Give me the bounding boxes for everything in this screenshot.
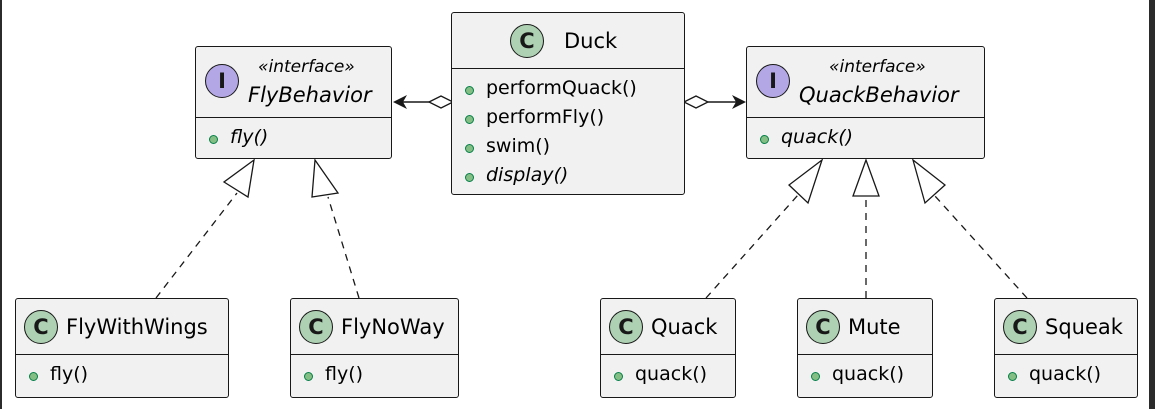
class-header: I «interface» FlyBehavior	[196, 47, 391, 118]
realization-triangle-icon	[222, 158, 255, 199]
public-method-icon	[29, 372, 38, 381]
interface-badge-icon: I	[205, 64, 239, 98]
class-squeak: C Squeak quack()	[994, 298, 1138, 398]
class-header: C Duck	[452, 13, 684, 69]
method-row: fly()	[196, 125, 391, 154]
stereotype-label: «interface»	[829, 57, 926, 77]
class-header: C Squeak	[995, 299, 1137, 355]
realization-triangle-icon	[911, 158, 947, 205]
method-name: quack()	[1029, 363, 1102, 385]
class-mute: C Mute quack()	[797, 298, 933, 398]
method-row: swim()	[452, 133, 684, 162]
class-header: C FlyWithWings	[16, 299, 228, 355]
method-row: fly()	[291, 362, 458, 391]
realization-edge-quack	[705, 194, 799, 299]
method-row: quack()	[798, 362, 932, 391]
method-name: fly()	[50, 363, 89, 385]
class-badge-icon: C	[806, 310, 840, 344]
class-header: I «interface» QuackBehavior	[747, 47, 984, 118]
method-row: performQuack()	[452, 75, 684, 104]
public-method-icon	[209, 135, 218, 144]
realization-triangle-icon	[852, 158, 880, 197]
arrowhead-icon	[393, 95, 407, 109]
public-method-icon	[1008, 372, 1017, 381]
class-header: C Quack	[601, 299, 735, 355]
method-row: quack()	[995, 362, 1137, 391]
method-name: performQuack()	[486, 77, 637, 99]
class-flynoway: C FlyNoWay fly()	[290, 298, 459, 398]
method-name: performFly()	[486, 106, 605, 128]
class-duck: C Duck performQuack() performFly() swim(…	[451, 12, 685, 195]
aggregation-diamond-icon	[427, 95, 455, 109]
interface-flybehavior: I «interface» FlyBehavior fly()	[195, 46, 392, 159]
class-name: Duck	[564, 29, 618, 53]
class-quack: C Quack quack()	[600, 298, 736, 398]
class-header: C FlyNoWay	[291, 299, 458, 355]
class-header: C Mute	[798, 299, 932, 355]
public-method-icon	[304, 372, 313, 381]
realization-edge-squeak	[934, 195, 1028, 299]
class-name: Mute	[848, 315, 901, 339]
class-badge-icon: C	[1003, 310, 1037, 344]
method-row: display()	[452, 162, 684, 191]
public-method-icon	[760, 135, 769, 144]
method-row: quack()	[601, 362, 735, 391]
class-flywithwings: C FlyWithWings fly()	[15, 298, 229, 398]
public-method-icon	[614, 372, 623, 381]
class-badge-icon: C	[609, 310, 643, 344]
method-name: swim()	[486, 135, 551, 157]
arrowhead-icon	[732, 95, 746, 109]
class-name: Quack	[651, 315, 718, 339]
aggregation-diamond-icon	[682, 95, 710, 109]
realization-edge-flynoway	[327, 196, 360, 299]
method-name: quack()	[635, 363, 708, 385]
method-name: display()	[486, 164, 569, 186]
method-name: fly()	[230, 126, 269, 148]
public-method-icon	[465, 144, 474, 153]
interface-quackbehavior: I «interface» QuackBehavior quack()	[746, 46, 985, 159]
class-badge-icon: C	[24, 310, 58, 344]
public-method-icon	[811, 372, 820, 381]
interface-name: QuackBehavior	[799, 83, 959, 107]
class-badge-icon: C	[510, 24, 544, 58]
class-name: Squeak	[1045, 315, 1123, 339]
realization-triangle-icon	[787, 158, 824, 205]
stereotype-label: «interface»	[258, 57, 355, 77]
class-name: FlyNoWay	[341, 315, 445, 339]
method-name: quack()	[781, 126, 854, 148]
class-badge-icon: C	[299, 310, 333, 344]
method-row: quack()	[747, 125, 984, 154]
realization-triangle-icon	[311, 158, 340, 198]
public-method-icon	[465, 86, 474, 95]
public-method-icon	[465, 115, 474, 124]
method-row: fly()	[16, 362, 228, 391]
public-method-icon	[465, 173, 474, 182]
class-name: FlyWithWings	[66, 315, 208, 339]
method-row: performFly()	[452, 104, 684, 133]
interface-name: FlyBehavior	[248, 83, 372, 107]
realization-edge-flywithwings	[155, 192, 238, 299]
interface-badge-icon: I	[756, 64, 790, 98]
method-name: quack()	[832, 363, 905, 385]
method-name: fly()	[325, 363, 364, 385]
